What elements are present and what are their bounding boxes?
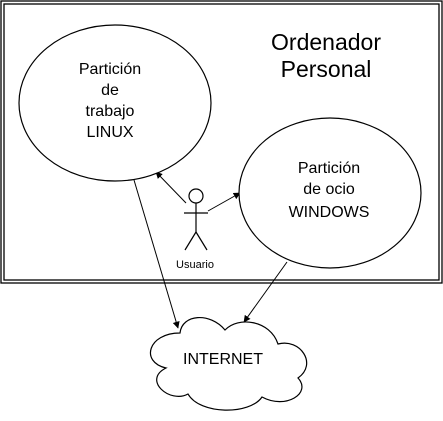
person-icon [184,188,208,251]
container-title-line2: Personal [281,56,372,82]
user-label: Usuario [176,259,214,271]
linux-label-line3: trabajo [86,103,135,120]
edge-linux-internet [133,179,180,329]
linux-label-line1: Partición [79,61,141,78]
container-title-line1: Ordenador [271,29,381,55]
edges [133,171,288,329]
windows-label-line1: Partición [298,160,360,177]
windows-partition-node: Partición de ocio WINDOWS [238,117,422,269]
internet-cloud-node: INTERNET [149,316,308,411]
windows-label-line3: WINDOWS [289,204,370,221]
linux-partition-node: Partición de trabajo LINUX [18,24,212,182]
edge-user-windows [207,192,241,212]
linux-label-line2: de [101,82,119,99]
windows-label-line2: de ocio [303,181,355,198]
edge-windows-internet [243,261,288,323]
cloud-icon [149,316,308,411]
user-actor: Usuario [176,188,214,271]
linux-label-line4: LINUX [86,124,133,141]
edge-user-linux [155,171,187,204]
internet-label: INTERNET [183,351,263,368]
